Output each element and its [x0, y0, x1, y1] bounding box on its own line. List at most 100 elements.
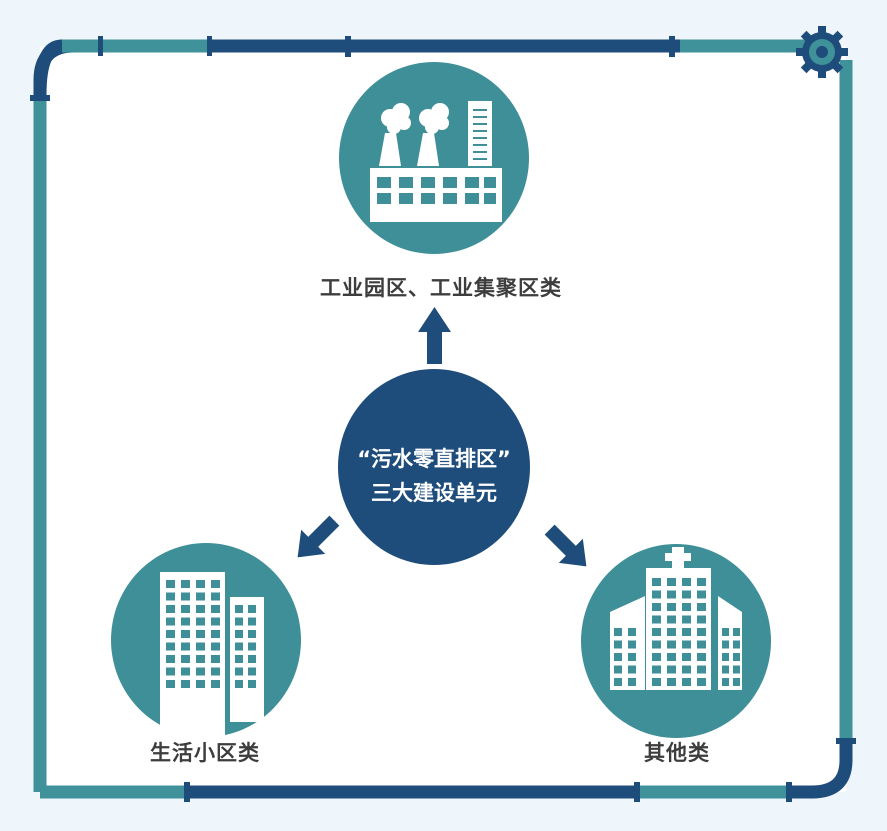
window	[697, 578, 706, 586]
window	[248, 680, 256, 688]
window	[166, 655, 175, 663]
window	[652, 653, 661, 661]
unit-label-residential: 生活小区类	[150, 741, 260, 765]
center-title-line1: “污水零直排区”	[357, 447, 511, 471]
window	[181, 580, 190, 588]
window	[697, 615, 706, 624]
other-unit-circle	[581, 544, 771, 738]
window	[652, 665, 661, 674]
window	[235, 605, 243, 613]
window	[682, 590, 691, 599]
window	[682, 615, 691, 624]
window	[614, 678, 622, 686]
center-circle	[338, 369, 530, 565]
window	[211, 630, 220, 638]
window	[235, 617, 243, 626]
window	[196, 605, 205, 613]
window	[211, 667, 220, 676]
window	[733, 640, 740, 649]
window	[248, 655, 256, 663]
window	[667, 628, 676, 636]
window	[697, 628, 706, 636]
pipe-frame	[33, 39, 853, 799]
window	[628, 640, 636, 649]
window	[196, 655, 205, 663]
window	[697, 678, 706, 686]
window	[667, 578, 676, 586]
window	[697, 590, 706, 599]
window	[211, 655, 220, 663]
window	[722, 665, 729, 674]
unit-label-other: 其他类	[644, 741, 710, 765]
window	[667, 653, 676, 661]
window	[211, 680, 220, 688]
window	[733, 653, 740, 661]
window	[667, 615, 676, 624]
window	[652, 578, 661, 586]
window	[235, 680, 243, 688]
window	[181, 680, 190, 688]
window	[235, 655, 243, 663]
window	[628, 678, 636, 686]
window	[211, 580, 220, 588]
window	[211, 617, 220, 626]
window	[667, 678, 676, 686]
center-title: “污水零直排区” 三大建设单元	[357, 442, 511, 510]
window	[196, 580, 205, 588]
window	[652, 615, 661, 624]
window	[248, 667, 256, 676]
window	[196, 630, 205, 638]
window	[722, 628, 729, 636]
arrow-down-right-icon	[544, 524, 587, 567]
window	[248, 642, 256, 651]
window	[166, 680, 175, 688]
window	[181, 617, 190, 626]
window	[697, 603, 706, 611]
arrow-up-icon	[418, 307, 451, 364]
window	[722, 678, 729, 686]
window	[196, 667, 205, 676]
window	[614, 665, 622, 674]
window	[667, 590, 676, 599]
window	[614, 653, 622, 661]
window	[181, 605, 190, 613]
window	[181, 642, 190, 651]
window	[181, 667, 190, 676]
window	[667, 665, 676, 674]
window	[614, 640, 622, 649]
window	[614, 628, 622, 636]
pipe-joints	[30, 36, 856, 802]
window	[211, 592, 220, 601]
window	[628, 628, 636, 636]
window	[722, 653, 729, 661]
window	[682, 578, 691, 586]
window	[166, 580, 175, 588]
unit-label-industrial: 工业园区、工业集聚区类	[320, 276, 562, 300]
window	[652, 628, 661, 636]
window	[166, 605, 175, 613]
residential-unit-circle	[111, 543, 301, 737]
window	[682, 603, 691, 611]
window	[697, 653, 706, 661]
window	[235, 642, 243, 651]
window	[235, 630, 243, 638]
window	[181, 592, 190, 601]
window	[733, 665, 740, 674]
window	[722, 640, 729, 649]
window	[211, 605, 220, 613]
window	[682, 678, 691, 686]
window	[652, 590, 661, 599]
window	[166, 630, 175, 638]
window	[682, 653, 691, 661]
window	[733, 628, 740, 636]
window	[196, 680, 205, 688]
window	[697, 665, 706, 674]
arrow-down-left-icon	[297, 515, 340, 558]
window	[652, 603, 661, 611]
window	[166, 617, 175, 626]
window	[682, 665, 691, 674]
gear-icon	[796, 26, 848, 78]
window	[166, 592, 175, 601]
window	[166, 642, 175, 651]
